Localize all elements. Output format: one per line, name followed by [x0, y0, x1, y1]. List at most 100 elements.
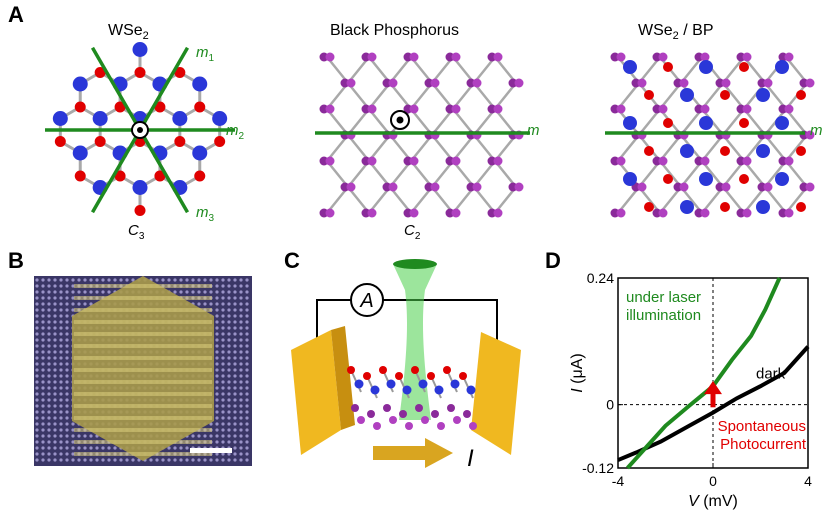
lattice-dot: [65, 362, 69, 366]
lattice-dot: [41, 452, 45, 456]
lattice-dot: [197, 278, 201, 282]
lattice-dot: [65, 350, 69, 354]
lattice-dot: [221, 440, 225, 444]
lattice-dot: [221, 344, 225, 348]
lattice-dot: [215, 326, 219, 330]
symmetry-label-c2: C2: [404, 222, 421, 242]
lattice-dot: [215, 410, 219, 414]
lattice-dot: [215, 422, 219, 426]
p-atom: [437, 422, 445, 430]
lattice-dot: [233, 314, 237, 318]
lattice-dot: [221, 296, 225, 300]
lattice-dot: [209, 290, 213, 294]
p-atom: [493, 208, 503, 218]
w-atom: [402, 385, 412, 395]
y-tick-label: -0.12: [582, 460, 614, 476]
lattice-dot: [191, 434, 195, 438]
lattice-dot: [59, 374, 63, 378]
lattice-dot: [245, 452, 249, 456]
lattice-dot: [35, 326, 39, 330]
lattice-dot: [233, 350, 237, 354]
lattice-dot: [185, 458, 189, 462]
lattice-dot: [155, 458, 159, 462]
heterostructure-lattice-diagram: [605, 52, 815, 218]
lattice-dot: [53, 344, 57, 348]
wse2-lattice-diagram: [45, 42, 235, 216]
lattice-dot: [221, 278, 225, 282]
se-atom: [134, 67, 146, 78]
lattice-dot: [89, 290, 93, 294]
w-atom: [450, 379, 460, 389]
lattice-dot: [215, 290, 219, 294]
lattice-dot: [59, 326, 63, 330]
symmetry-label-c3: C3: [128, 222, 145, 242]
lattice-dot: [83, 458, 87, 462]
lattice-dot: [47, 434, 51, 438]
lattice-dot: [59, 368, 63, 372]
lattice-dot: [41, 296, 45, 300]
lattice-dot: [245, 278, 249, 282]
lattice-dot: [227, 362, 231, 366]
p-atom: [658, 104, 668, 114]
p-atom: [463, 410, 471, 418]
lattice-dot: [35, 452, 39, 456]
lattice-dot: [233, 302, 237, 306]
lattice-dot: [71, 452, 75, 456]
lattice-dot: [47, 308, 51, 312]
left-electrode: [291, 330, 341, 455]
lattice-dot: [41, 392, 45, 396]
lattice-dot: [245, 308, 249, 312]
lattice-dot: [227, 368, 231, 372]
lattice-dot: [185, 290, 189, 294]
lattice-dot: [35, 296, 39, 300]
lattice-dot: [77, 458, 81, 462]
lattice-dot: [101, 278, 105, 282]
lattice-dot: [41, 356, 45, 360]
lattice-dot: [233, 416, 237, 420]
lattice-dot: [65, 356, 69, 360]
lattice-dot: [113, 446, 117, 450]
lattice-dot: [215, 356, 219, 360]
p-atom: [616, 52, 626, 62]
lattice-dot: [233, 422, 237, 426]
lattice-dot: [77, 302, 81, 306]
rotation-axis-dot: [396, 116, 404, 124]
lattice-dot: [227, 422, 231, 426]
lattice-dot: [65, 452, 69, 456]
lattice-dot: [221, 356, 225, 360]
lattice-dot: [221, 458, 225, 462]
lattice-dot: [239, 458, 243, 462]
y-axis-label: I (μA): [569, 353, 586, 392]
p-atom: [451, 208, 461, 218]
lattice-dot: [53, 410, 57, 414]
lattice-dot: [227, 302, 231, 306]
lattice-dot: [167, 278, 171, 282]
lattice-dot: [209, 302, 213, 306]
se-atom: [796, 90, 806, 100]
annotation-illumination: illumination: [626, 307, 701, 324]
lattice-dot: [221, 326, 225, 330]
lattice-dot: [41, 326, 45, 330]
rotation-axis-dot: [137, 127, 143, 133]
lattice-dot: [191, 290, 195, 294]
lattice-dot: [59, 302, 63, 306]
se-atom: [720, 202, 730, 212]
lattice-dot: [83, 302, 87, 306]
lattice-dot: [203, 458, 207, 462]
lattice-dot: [221, 416, 225, 420]
lattice-dot: [221, 368, 225, 372]
lattice-dot: [239, 308, 243, 312]
lattice-dot: [35, 374, 39, 378]
y-tick-label: 0.24: [587, 270, 614, 286]
lattice-dot: [227, 344, 231, 348]
lattice-dot: [35, 362, 39, 366]
lattice-dot: [53, 314, 57, 318]
lattice-dot: [53, 302, 57, 306]
w-atom: [72, 145, 88, 161]
p-atom: [616, 208, 626, 218]
lattice-dot: [35, 290, 39, 294]
p-atom: [700, 104, 710, 114]
p-atom: [493, 104, 503, 114]
lattice-dot: [59, 416, 63, 420]
lattice-dot: [35, 392, 39, 396]
